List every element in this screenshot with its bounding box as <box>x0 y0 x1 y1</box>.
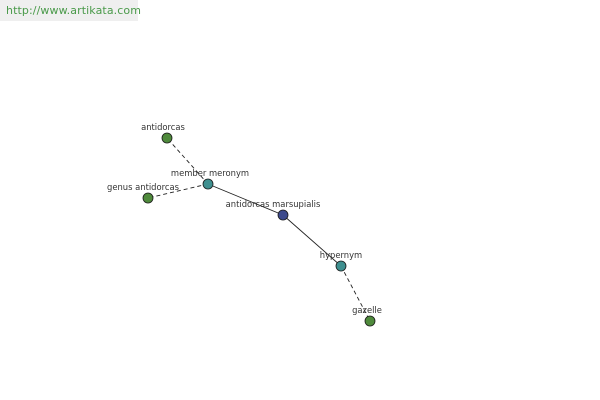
site-banner: http://www.artikata.com <box>0 0 142 21</box>
node-label-gazelle: gazelle <box>352 305 382 315</box>
node-antidorcas[interactable] <box>161 132 173 144</box>
node-hypernym[interactable] <box>335 260 347 272</box>
node-label-member-meronym: member meronym <box>171 168 249 178</box>
node-member-meronym[interactable] <box>202 178 214 190</box>
labels-layer: antidorcas marsupialis member meronym hype… <box>107 122 382 315</box>
edge-antidorcas-marsupialis-to-member-meronym <box>207 183 284 216</box>
node-label-antidorcas-marsupialis: antidorcas marsupialis <box>226 199 321 209</box>
edges-layer <box>147 137 371 322</box>
edge-antidorcas-marsupialis-to-hypernym <box>282 214 342 267</box>
edge-member-meronym-to-antidorcas <box>166 137 209 185</box>
node-antidorcas-marsupialis[interactable] <box>277 209 289 221</box>
node-genus-antidorcas[interactable] <box>142 192 154 204</box>
node-label-antidorcas: antidorcas <box>141 122 185 132</box>
site-url-link[interactable]: http://www.artikata.com <box>6 4 142 17</box>
node-gazelle[interactable] <box>364 315 376 327</box>
edge-member-meronym-to-genus-antidorcas <box>147 183 209 199</box>
edge-hypernym-to-gazelle <box>340 265 371 322</box>
node-label-hypernym: hypernym <box>320 250 362 260</box>
nodes-layer <box>142 132 376 327</box>
node-label-genus-antidorcas: genus antidorcas <box>107 182 179 192</box>
